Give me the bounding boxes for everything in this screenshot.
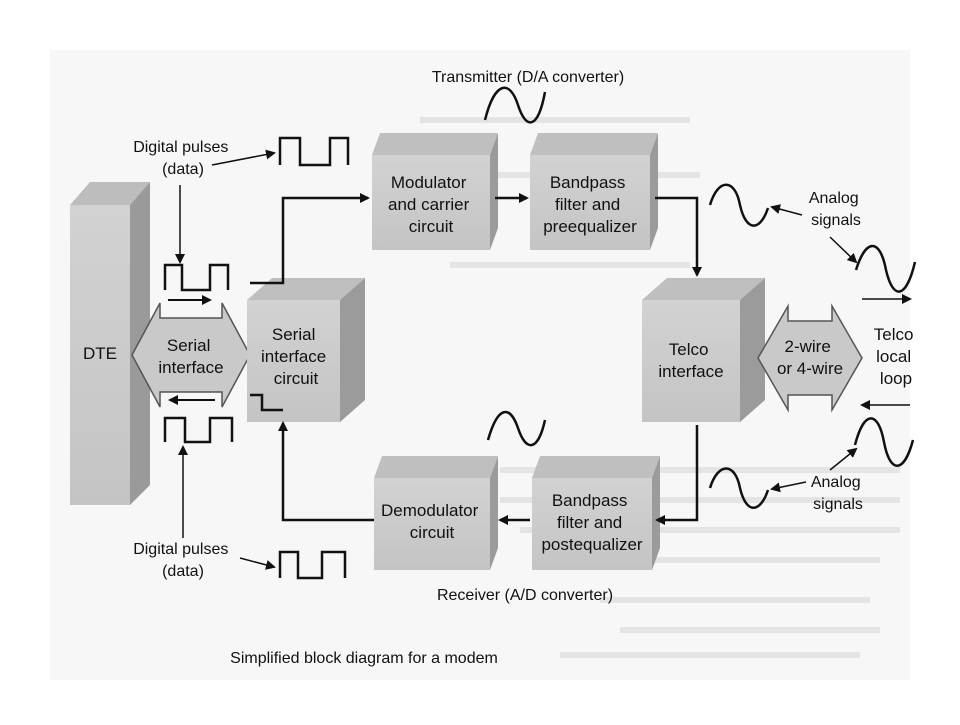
serial-interface-arrow: Serial interface	[131, 295, 251, 408]
svg-text:2-wire or 4-wire: 2-wire or 4-wire	[777, 337, 843, 378]
receiver-label: Receiver (A/D converter)	[437, 587, 613, 604]
digital-pulse-waves	[163, 136, 350, 580]
digital-pulses-bottom-label: Digital pulses (data)	[133, 541, 233, 580]
telco-local-loop-label: Telco local loop	[874, 325, 918, 388]
two-four-wire-arrow: 2-wire or 4-wire	[757, 303, 863, 413]
svg-text:Telco interface: Telco interface	[658, 340, 723, 381]
wire-label-2: or 4-wire	[777, 359, 843, 378]
modulator-block: Modulator and carrier circuit	[372, 133, 498, 250]
demodulator-label-1: Demodulator	[381, 501, 479, 520]
serial-circuit-label-2: interface	[261, 347, 326, 366]
telco-interface-label-2: interface	[658, 362, 723, 381]
analog-signals-top-label: Analog signals	[809, 190, 863, 229]
demodulator-block: Demodulator circuit	[374, 456, 498, 570]
modulator-label-2: and carrier	[388, 195, 470, 214]
dte-label: DTE	[83, 344, 117, 363]
diagram-caption: Simplified block diagram for a modem	[230, 650, 498, 667]
wire-label-1: 2-wire	[784, 337, 830, 356]
serial-circuit-label-3: circuit	[274, 369, 319, 388]
serial-interface-label-2: interface	[158, 358, 223, 377]
svg-text:Serial interface: Serial interface	[158, 336, 223, 377]
demodulator-label-2: circuit	[410, 523, 455, 542]
analog-signals-bottom-label: Analog signals	[811, 474, 865, 513]
bandpass-post-label-1: Bandpass	[552, 491, 628, 510]
bandpass-pre-label-2: filter and	[555, 195, 620, 214]
bandpass-preequalizer-block: Bandpass filter and preequalizer	[530, 133, 658, 250]
serial-circuit-label-1: Serial	[272, 325, 315, 344]
digital-pulses-top-label: Digital pulses (data)	[133, 139, 233, 178]
transmitter-label: Transmitter (D/A converter)	[432, 69, 624, 86]
bandpass-post-label-3: postequalizer	[541, 535, 642, 554]
bandpass-pre-label-1: Bandpass	[550, 173, 626, 192]
serial-interface-label-1: Serial	[167, 336, 210, 355]
svg-text:Modulator and carrier: Modulator and carrier circuit	[388, 173, 474, 236]
modulator-label-1: Modulator	[391, 173, 467, 192]
modulator-label-3: circuit	[409, 217, 454, 236]
svg-text:Serial interface c: Serial interface circuit	[261, 325, 331, 388]
bandpass-postequalizer-block: Bandpass filter and postequalizer	[532, 456, 660, 570]
telco-interface-block: Telco interface	[642, 278, 765, 422]
bandpass-pre-label-3: preequalizer	[543, 217, 637, 236]
analog-sine-waves	[483, 86, 917, 509]
svg-text:Bandpass filter and: Bandpass filter and postequalizer	[541, 491, 642, 554]
svg-text:Demodulator circuit: Demodulator circuit	[381, 501, 483, 542]
bandpass-post-label-2: filter and	[557, 513, 622, 532]
telco-interface-label-1: Telco	[669, 340, 709, 359]
serial-interface-circuit-block: Serial interface circuit	[247, 278, 365, 422]
signal-flow-lines	[250, 193, 702, 525]
svg-text:Bandpass filter and: Bandpass filter and preequalizer	[543, 173, 637, 236]
